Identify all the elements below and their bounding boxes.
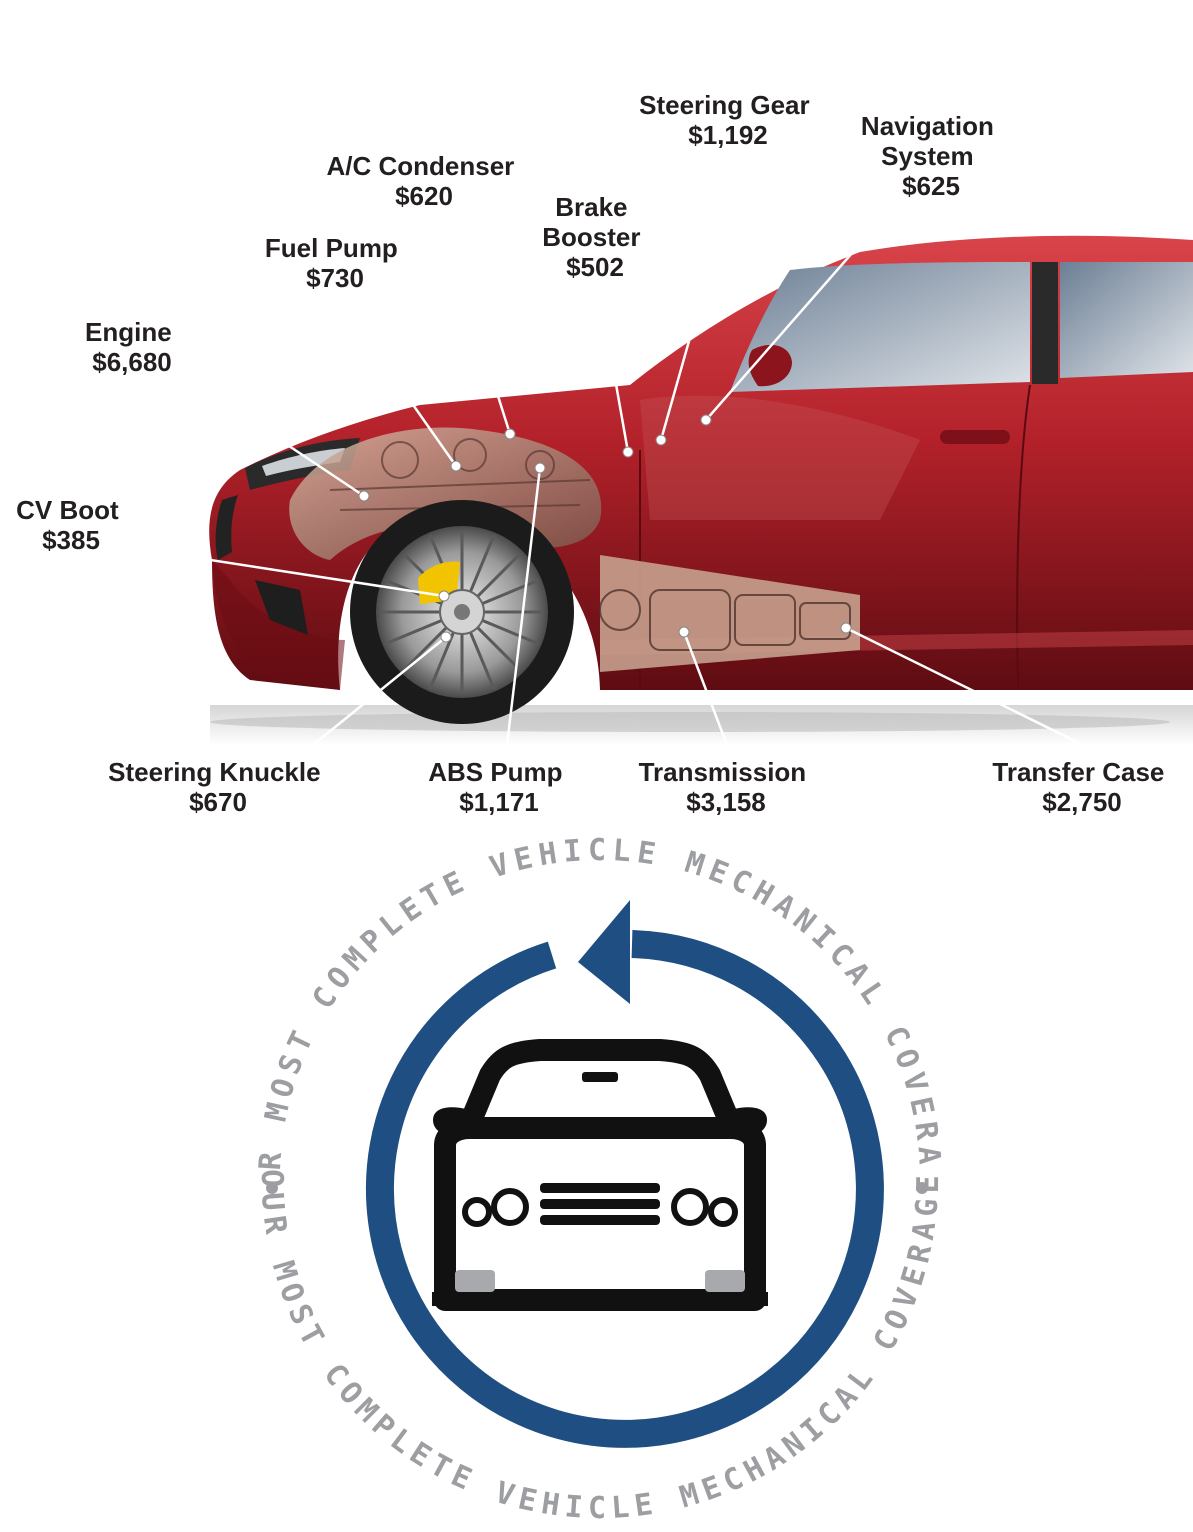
marker-steering-knuckle [440,631,452,643]
car-cutaway-illustration [209,235,1193,745]
marker-ac-condenser [504,428,516,440]
marker-engine [358,490,370,502]
label-transmission: Transmission $3,158 [639,757,814,817]
label-engine: Engine $6,680 [85,317,179,377]
label-transfer-case: Transfer Case $2,750 [992,757,1171,817]
marker-cv-boot [438,590,450,602]
part-labels: Steering Gear $1,192 Navigation System $… [16,90,1171,817]
marker-fuel-pump [450,460,462,472]
circular-arrow-icon [365,900,884,1448]
label-steering-gear: Steering Gear $1,192 [639,90,817,150]
marker-navigation-system [700,414,712,426]
label-ac-condenser: A/C Condenser $620 [326,151,521,211]
label-navigation-system: Navigation System $625 [861,111,1001,201]
label-steering-knuckle: Steering Knuckle $670 [108,757,328,817]
front-wheel [350,500,574,724]
marker-steering-gear [655,434,667,446]
ring-dot-left [266,1182,278,1194]
marker-abs-pump [534,462,546,474]
part-markers [358,414,852,643]
marker-brake-booster [622,446,634,458]
label-brake-booster: Brake Booster $502 [542,192,647,282]
ring-dot-right [916,1182,928,1194]
car-front-icon [432,1039,768,1311]
label-cv-boot: CV Boot $385 [16,495,126,555]
marker-transfer-case [840,622,852,634]
leader-lines [112,167,1084,747]
marker-transmission [678,626,690,638]
label-abs-pump: ABS Pump $1,171 [428,757,570,817]
label-fuel-pump: Fuel Pump $730 [265,233,405,293]
